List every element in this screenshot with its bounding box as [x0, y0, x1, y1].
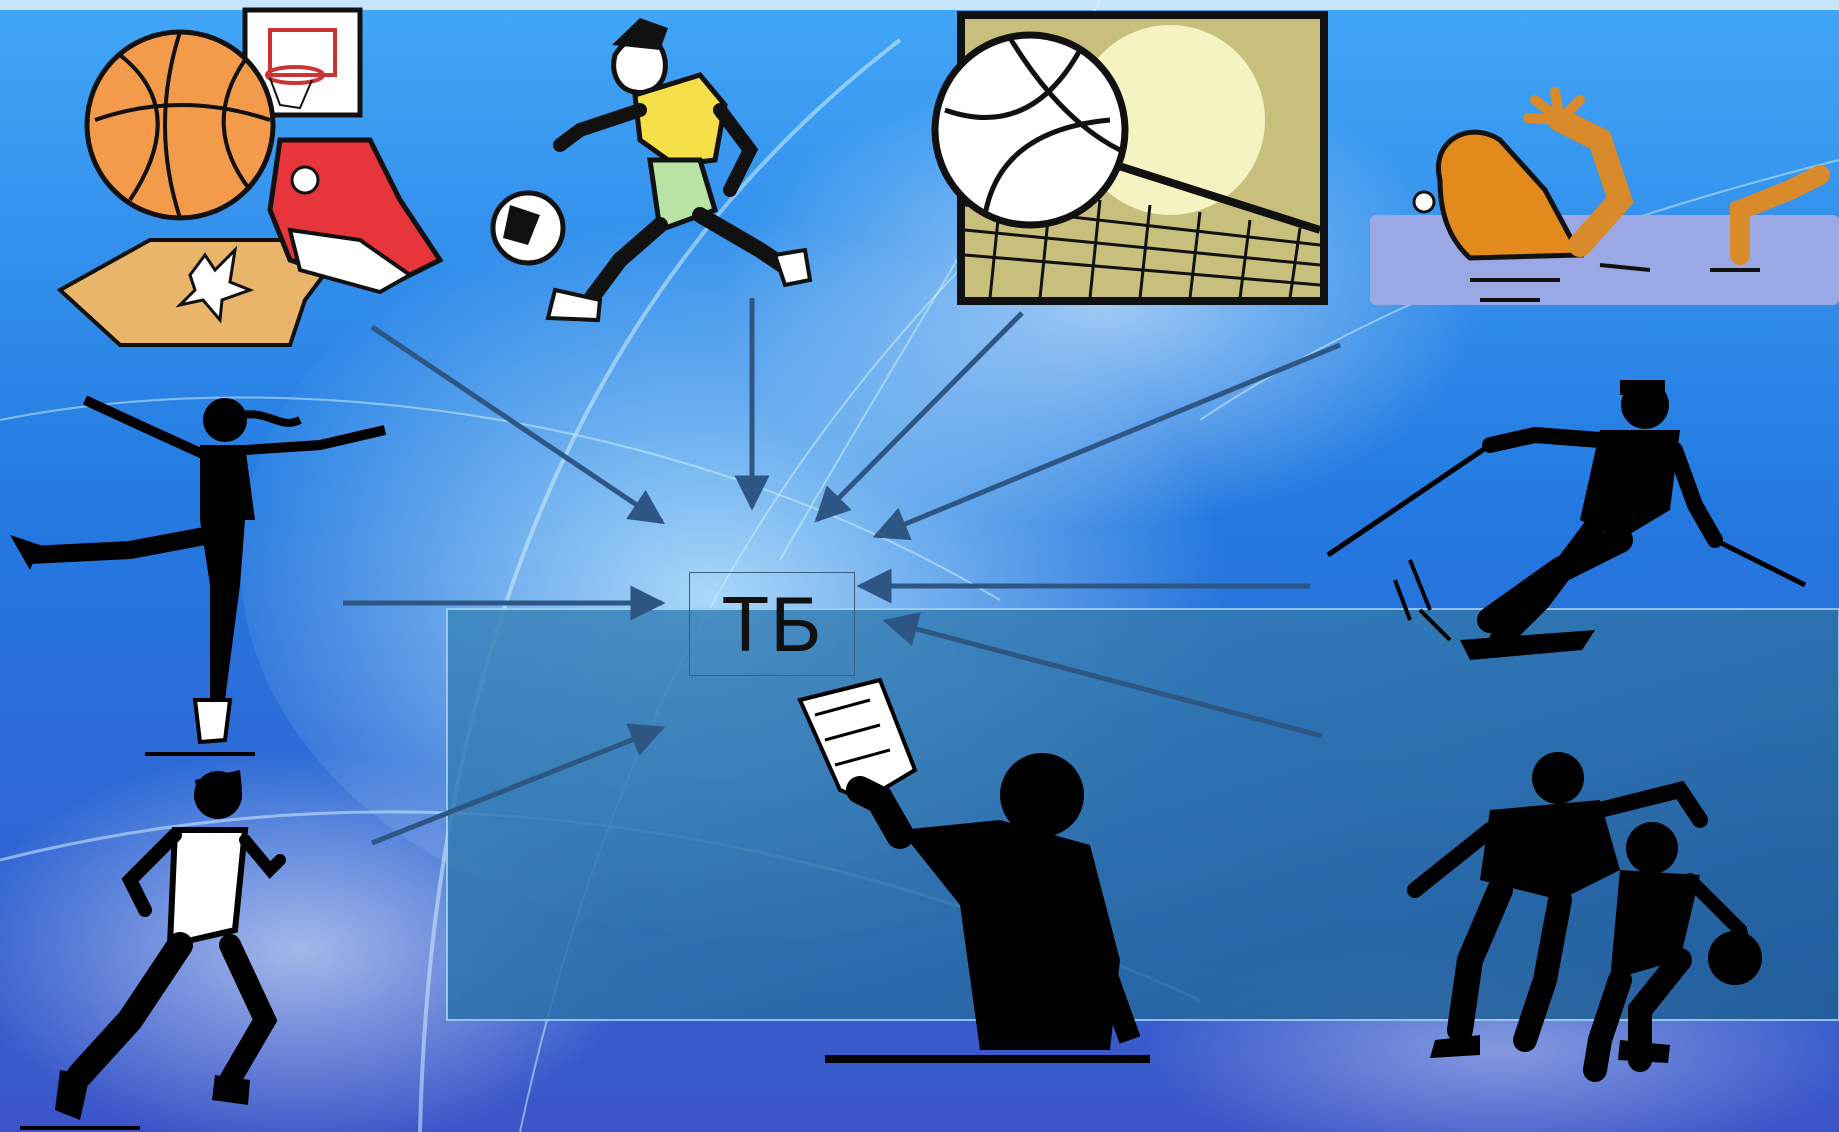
center-node-label: ТБ	[722, 579, 823, 670]
center-node-tb: ТБ	[689, 572, 855, 676]
volleyball-icon	[935, 15, 1324, 301]
